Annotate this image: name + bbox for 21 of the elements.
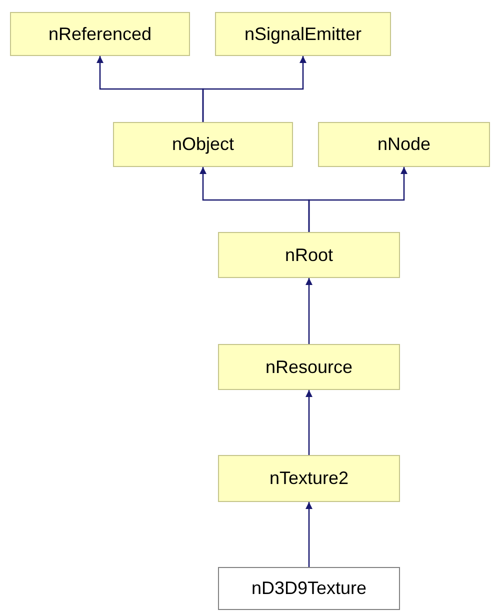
inheritance-arrow xyxy=(306,390,312,455)
class-box xyxy=(218,455,400,502)
class-name: nObject xyxy=(172,133,234,156)
inheritance-arrow xyxy=(306,278,312,344)
class-box xyxy=(218,567,400,610)
class-name: nD3D9Texture xyxy=(251,577,367,600)
class-box xyxy=(318,122,490,167)
class-name: nResource xyxy=(265,356,353,378)
class-box xyxy=(218,344,400,390)
class-box xyxy=(215,12,391,56)
class-name: nRoot xyxy=(284,244,334,266)
class-name: nReferenced xyxy=(48,22,152,46)
inheritance-arrow xyxy=(308,167,408,232)
class-box xyxy=(218,232,400,278)
inheritance-arrow xyxy=(306,502,312,567)
inheritance-arrow xyxy=(202,56,306,122)
class-name: nTexture2 xyxy=(269,467,349,490)
class-name: nSignalEmitter xyxy=(244,22,362,46)
class-box xyxy=(10,12,190,56)
class-box xyxy=(113,122,293,167)
class-name: nNode xyxy=(377,133,431,156)
